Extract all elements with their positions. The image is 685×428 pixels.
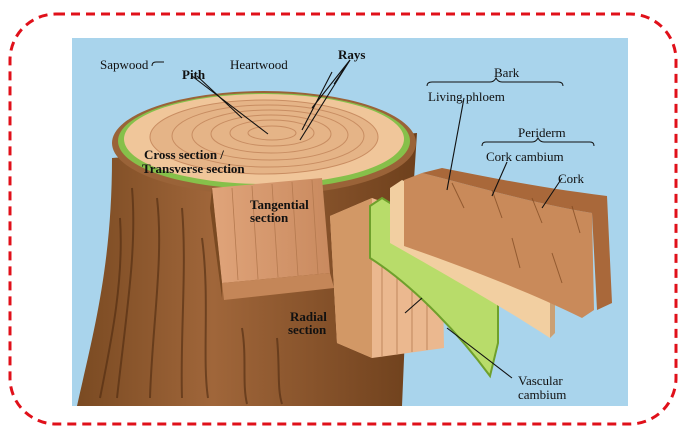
label-sapwood: Sapwood — [100, 58, 148, 71]
label-transverse-section: Transverse section — [142, 162, 245, 175]
label-pith: Pith — [182, 68, 205, 81]
label-periderm: Periderm — [518, 126, 566, 139]
label-bark: Bark — [494, 66, 519, 79]
label-tangential-line2: section — [250, 211, 288, 224]
label-vascular-line1: Vascular — [518, 374, 563, 387]
label-vascular-line2: cambium — [518, 388, 566, 401]
trunk-illustration — [72, 38, 628, 406]
tree-trunk-diagram: Sapwood Pith Heartwood Rays Bark Living … — [72, 38, 628, 406]
label-radial-line2: section — [288, 323, 326, 336]
label-rays: Rays — [338, 48, 365, 61]
label-cork-cambium: Cork cambium — [486, 150, 564, 163]
label-heartwood: Heartwood — [230, 58, 288, 71]
tangential-section-face — [212, 178, 330, 283]
label-living-phloem: Living phloem — [428, 90, 505, 103]
label-cross-section: Cross section / — [144, 148, 224, 161]
label-cork: Cork — [558, 172, 584, 185]
